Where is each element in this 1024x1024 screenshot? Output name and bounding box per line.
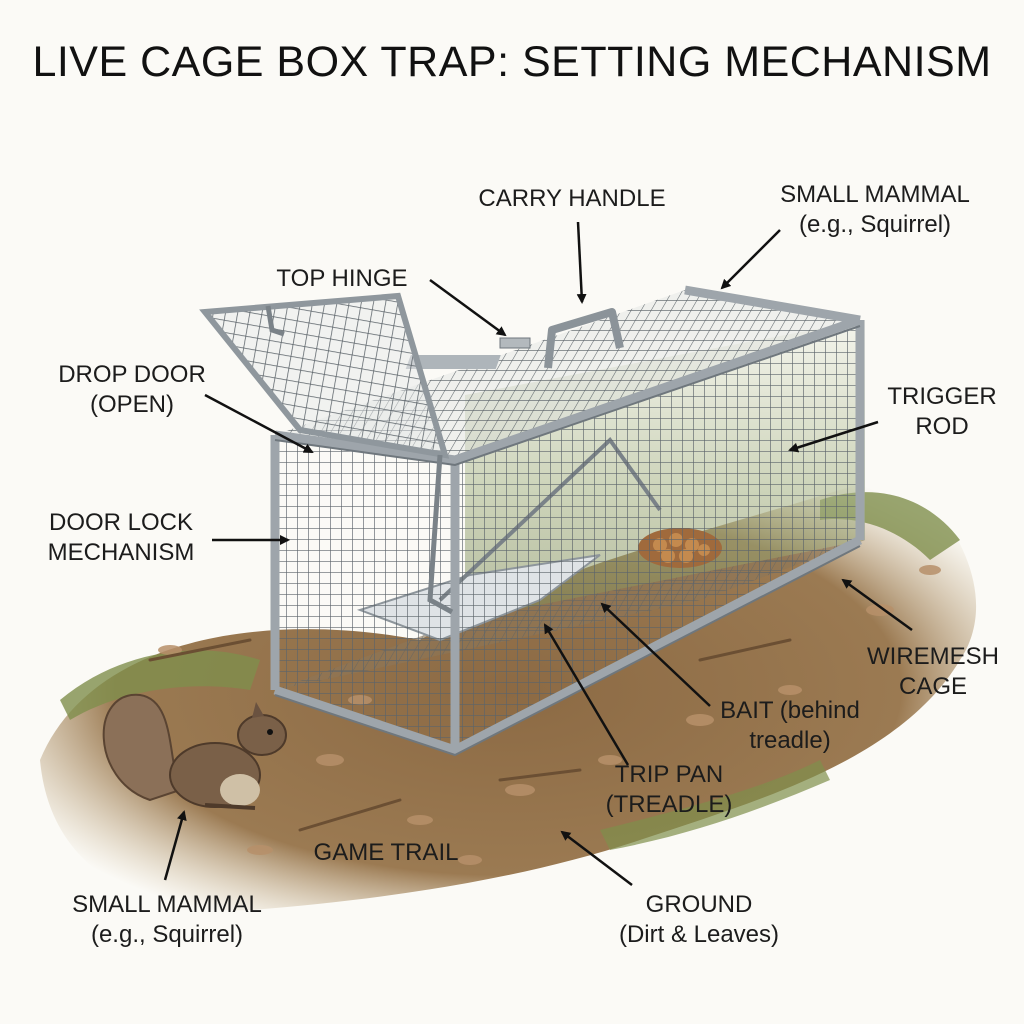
- leader-arrows: [163, 221, 913, 886]
- label-game-trail: GAME TRAIL: [313, 839, 459, 866]
- label-bait: BAIT (behind treadle): [720, 697, 860, 754]
- label-trigger-rod: TRIGGER ROD: [887, 383, 997, 440]
- label-wiremesh-cage: WIREMESH CAGE: [867, 643, 999, 700]
- door-lock-mechanism: [427, 454, 454, 615]
- squirrel-illustration: [102, 693, 287, 810]
- label-small-mammal-bottom: SMALL MAMMAL (e.g., Squirrel): [72, 891, 262, 948]
- label-top-hinge: TOP HINGE: [276, 265, 408, 292]
- drop-door: [199, 292, 450, 459]
- label-trip-pan: TRIP PAN (TREADLE): [605, 761, 733, 818]
- label-small-mammal-top: SMALL MAMMAL (e.g., Squirrel): [780, 181, 970, 238]
- label-door-lock-mechanism: DOOR LOCK MECHANISM: [47, 509, 195, 566]
- diagram-title: LIVE CAGE BOX TRAP: SETTING MECHANISM: [32, 38, 992, 86]
- top-hinge: [499, 337, 531, 349]
- label-ground: GROUND (Dirt & Leaves): [618, 891, 780, 948]
- label-drop-door: DROP DOOR (OPEN): [58, 361, 206, 418]
- label-carry-handle: CARRY HANDLE: [478, 185, 666, 212]
- carry-handle: [405, 308, 624, 369]
